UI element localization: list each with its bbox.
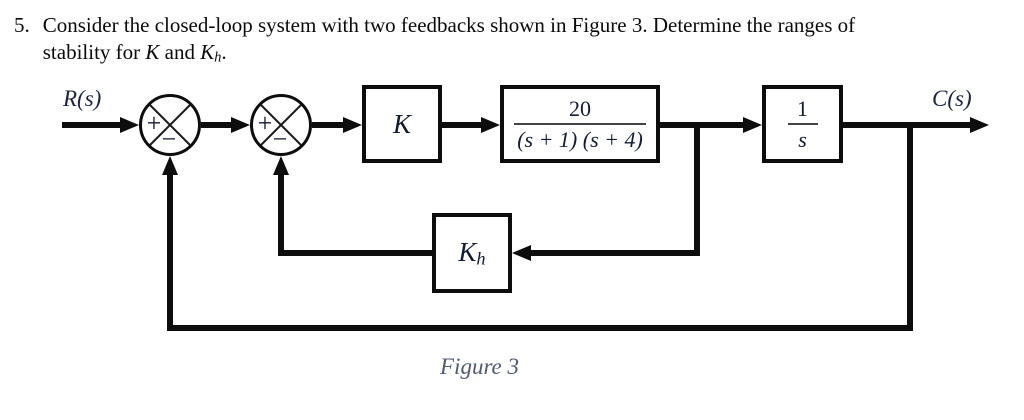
plus-sign: + xyxy=(257,108,273,138)
outer-feedback-riser xyxy=(167,172,173,331)
var-Kh: Kh xyxy=(200,40,222,66)
arrowhead-into-gain xyxy=(343,117,362,133)
plant-denominator: (s + 1) (s + 4) xyxy=(517,126,643,152)
output-arrowhead xyxy=(970,117,989,133)
junction-cross-icon xyxy=(149,104,191,146)
line-plant-integrator xyxy=(660,122,746,128)
feedback-block-label: Kh xyxy=(458,236,486,269)
fraction-bar xyxy=(787,122,818,125)
integrator-transfer-function: 1 s xyxy=(787,96,818,152)
output-signal-label: C(s) xyxy=(932,86,972,111)
problem-line-2: stability for K and Kh. xyxy=(42,40,227,66)
input-signal-label: R(s) xyxy=(63,86,102,111)
gain-block: K xyxy=(362,85,442,163)
plus-sign: + xyxy=(146,108,162,138)
line-gain-plant xyxy=(442,122,484,128)
minus-sign: − xyxy=(272,124,288,154)
arrowhead-into-feedback-block xyxy=(512,245,531,261)
figure-caption: Figure 3 xyxy=(440,354,519,379)
junction-cross-icon xyxy=(260,104,302,146)
problem-line-1: Consider the closed-loop system with two… xyxy=(42,13,856,37)
outer-feedback-line-bottom xyxy=(167,325,913,331)
inner-feedback-takeoff-line xyxy=(694,122,700,256)
feedback-block: Kh xyxy=(432,213,512,293)
integrator-numerator: 1 xyxy=(797,96,808,122)
var-K: K xyxy=(145,40,160,64)
problem-statement: 5. Consider the closed-loop system with … xyxy=(14,12,994,72)
summing-junction-1: + − xyxy=(139,94,201,156)
problem-text: Consider the closed-loop system with two… xyxy=(43,12,855,72)
plant-numerator: 20 xyxy=(569,96,591,122)
arrowhead-into-j2-bottom xyxy=(273,156,289,175)
problem-number: 5. xyxy=(14,13,30,37)
inner-feedback-line-right xyxy=(528,250,700,256)
arrowhead-into-j2 xyxy=(231,117,250,133)
minus-sign: − xyxy=(161,124,177,154)
plant-block: 20 (s + 1) (s + 4) xyxy=(500,85,660,163)
line-j2-gain xyxy=(312,122,345,128)
fraction-bar xyxy=(514,122,646,125)
input-line xyxy=(62,122,122,128)
outer-feedback-takeoff-line xyxy=(907,122,913,331)
integrator-block: 1 s xyxy=(762,85,843,163)
inner-feedback-riser xyxy=(278,172,284,256)
arrowhead-into-plant xyxy=(481,117,500,133)
plant-transfer-function: 20 (s + 1) (s + 4) xyxy=(514,96,646,152)
summing-junction-2: + − xyxy=(250,94,312,156)
gain-block-label: K xyxy=(392,108,411,139)
input-arrowhead xyxy=(120,117,139,133)
arrowhead-into-j1-bottom xyxy=(162,156,178,175)
line-j1-j2 xyxy=(201,122,234,128)
inner-feedback-line-left xyxy=(278,250,432,256)
integrator-denominator: s xyxy=(798,126,807,152)
arrowhead-into-integrator xyxy=(743,117,762,133)
